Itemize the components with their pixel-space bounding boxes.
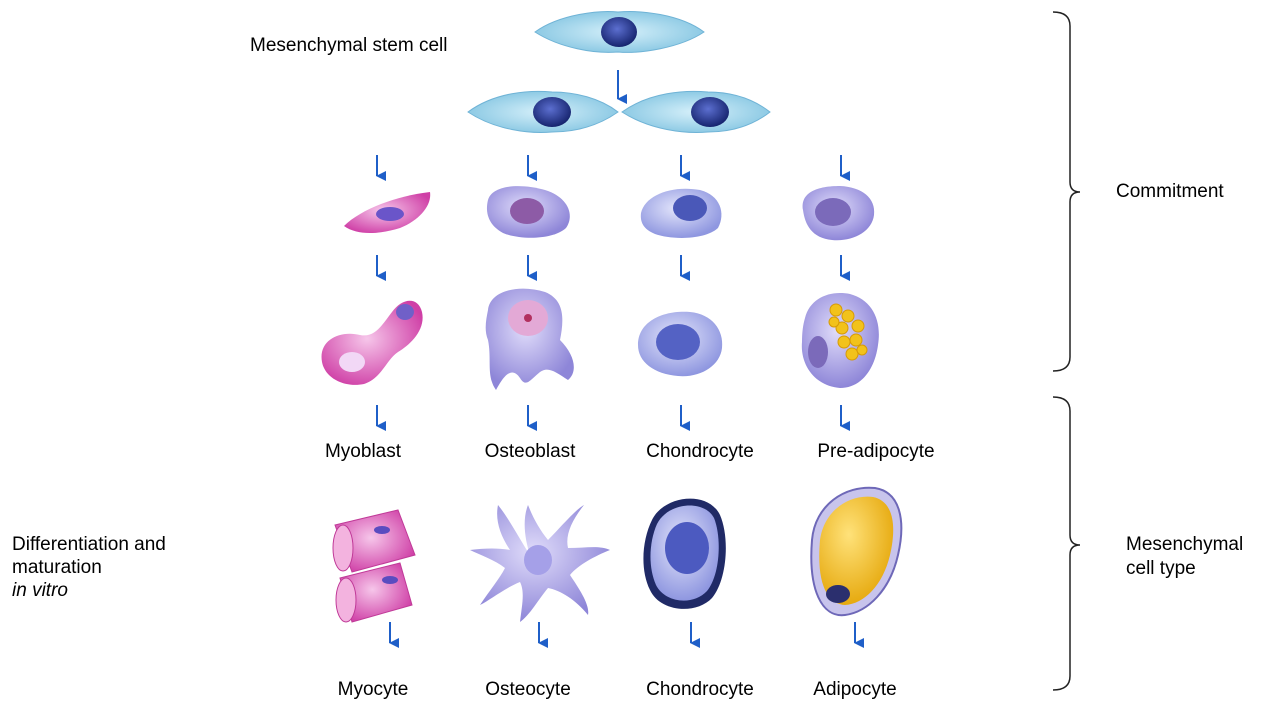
mature-label-adipocyte: Adipocyte	[813, 679, 896, 701]
osteocyte-cell	[470, 505, 610, 622]
differentiation-label-line2: maturation	[12, 557, 102, 579]
committed-osteo-cell	[487, 186, 570, 238]
stem-cell-left	[468, 91, 618, 132]
committed-adipo-cell	[803, 186, 875, 240]
progenitor-osteoblast-cell	[486, 289, 574, 390]
cell-type-bracket	[1053, 397, 1080, 690]
arrows-row-2	[377, 255, 841, 276]
mature-label-myocyte: Myocyte	[338, 679, 409, 701]
stem-cell-right	[622, 91, 770, 132]
progenitor-label-myoblast: Myoblast	[325, 441, 401, 463]
mature-label-chondrocyte: Chondrocyte	[646, 679, 754, 701]
cell-type-label-line2: cell type	[1126, 558, 1196, 580]
progenitor-myoblast-cell	[322, 301, 423, 385]
myocyte-fibers	[333, 510, 415, 622]
arrows-row-1	[377, 155, 841, 176]
mature-label-osteocyte: Osteocyte	[485, 679, 571, 701]
progenitor-chondrocyte-cell	[638, 312, 722, 376]
commitment-bracket	[1053, 12, 1080, 371]
cell-type-label-line1: Mesenchymal	[1126, 534, 1243, 556]
arrows-row-3	[377, 405, 841, 426]
stem-cell-label: Mesenchymal stem cell	[250, 35, 447, 57]
progenitor-preadipocyte-cell	[802, 293, 879, 388]
differentiation-label-line1: Differentiation and	[12, 534, 166, 556]
adipocyte-cell	[811, 488, 901, 616]
progenitor-label-preadipocyte: Pre-adipocyte	[817, 441, 934, 463]
progenitor-label-osteoblast: Osteoblast	[485, 441, 576, 463]
committed-myo-cell	[344, 192, 430, 233]
stem-cell-top	[535, 12, 704, 53]
progenitor-label-chondrocyte: Chondrocyte	[646, 441, 754, 463]
chondrocyte-mature-cell	[643, 499, 725, 609]
commitment-label: Commitment	[1116, 181, 1224, 203]
arrows-row-4	[390, 622, 855, 643]
committed-chondro-cell	[641, 189, 722, 238]
differentiation-label-line3: in vitro	[12, 580, 68, 602]
